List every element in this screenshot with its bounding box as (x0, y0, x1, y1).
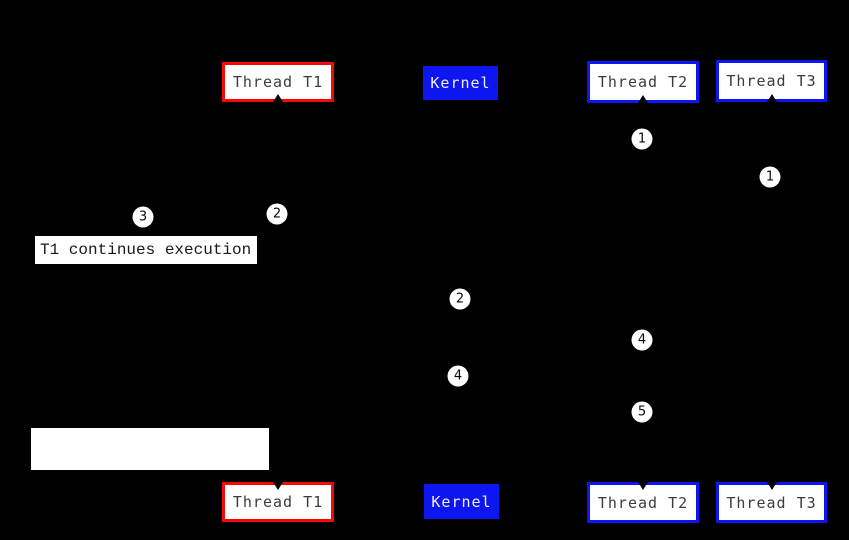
arrow-stub-icon (273, 94, 283, 102)
arrow-stub-icon (638, 482, 648, 490)
step-marker-1: 1 (631, 128, 653, 150)
step-marker-5: 5 (631, 401, 653, 423)
kernel-box-bottom: Kernel (424, 484, 499, 519)
thread-t2-box-bottom: Thread T2 (587, 482, 699, 523)
step-marker-4: 4 (631, 329, 653, 351)
step-marker-2: 2 (449, 288, 471, 310)
step-marker-3: 3 (132, 206, 154, 228)
arrow-stub-icon (273, 482, 283, 490)
kernel-box-top: Kernel (423, 66, 498, 100)
thread-t2-box-top: Thread T2 (587, 61, 699, 103)
thread-t1-box-top-label: Thread T1 (232, 73, 324, 91)
thread-t1-box-bottom-label: Thread T1 (232, 493, 324, 511)
thread-t3-box-bottom: Thread T3 (716, 482, 827, 523)
arrow-stub-icon (766, 482, 777, 490)
step-marker-2: 2 (266, 203, 288, 225)
kernel-box-top-label: Kernel (430, 74, 491, 92)
thread-t3-box-bottom-label: Thread T3 (726, 493, 817, 512)
step-marker-1: 1 (759, 166, 781, 188)
blank-note (31, 428, 269, 470)
t1-continues-note: T1 continues execution (35, 236, 257, 264)
kernel-box-bottom-label: Kernel (431, 492, 492, 511)
step-marker-4: 4 (447, 365, 469, 387)
thread-t3-box-top-label: Thread T3 (726, 72, 817, 90)
thread-t2-box-top-label: Thread T2 (597, 73, 689, 91)
thread-t2-box-bottom-label: Thread T2 (597, 493, 689, 512)
arrow-stub-icon (638, 95, 648, 103)
arrow-stub-icon (766, 94, 777, 102)
thread-t3-box-top: Thread T3 (716, 60, 827, 102)
thread-t1-box-bottom: Thread T1 (222, 482, 334, 522)
thread-t1-box-top: Thread T1 (222, 62, 334, 102)
